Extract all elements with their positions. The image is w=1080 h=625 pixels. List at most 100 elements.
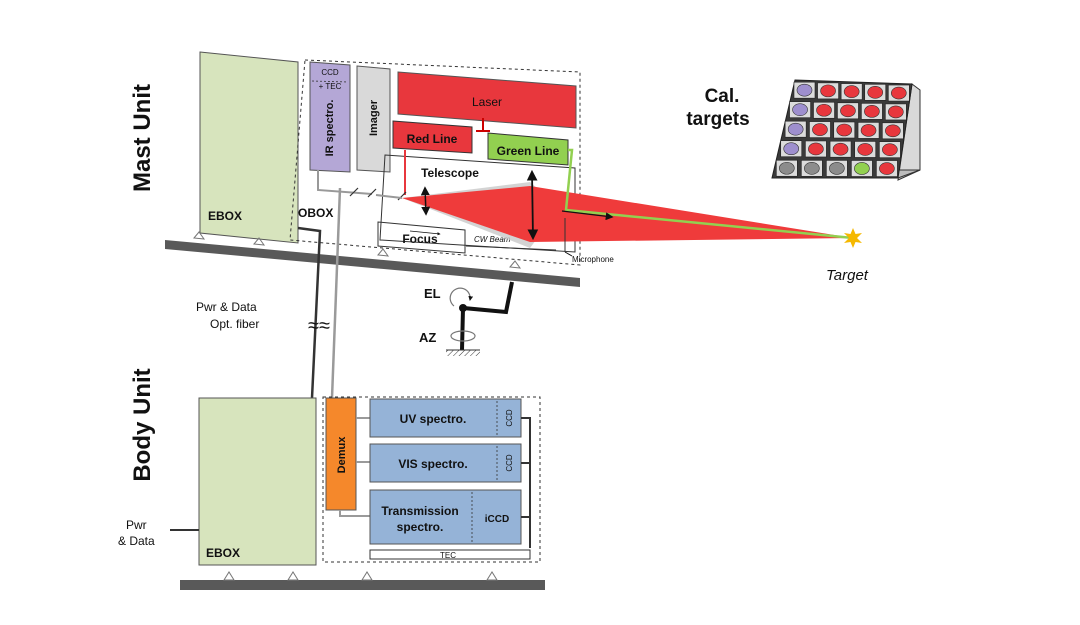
el-pivot: [459, 304, 467, 312]
ccd-bus: [521, 417, 531, 548]
az-rotation-icon: [450, 330, 476, 342]
body-pwr-label: Pwr: [126, 518, 147, 532]
focus-label: Focus: [402, 232, 438, 246]
cal-targets-label-2: targets: [686, 109, 749, 130]
cal-target-red: [843, 85, 860, 98]
demux-label: Demux: [336, 436, 348, 474]
telescope-arrow-large: [526, 169, 539, 241]
green-beam: [564, 148, 854, 240]
splitter-1: [349, 187, 359, 197]
cal-target-red: [864, 105, 880, 118]
az-label: AZ: [419, 330, 436, 345]
vis-spectro-label: VIS spectro.: [398, 457, 467, 471]
cal-target-gray: [779, 161, 795, 175]
transmission-label-1: Transmission: [381, 504, 458, 518]
cal-target-purple: [783, 142, 800, 156]
imager: [356, 65, 391, 173]
ccd-tec-label-2: + TEC: [319, 82, 342, 91]
uv-ccd-label: CCD: [505, 409, 514, 427]
optical-fiber: [330, 187, 342, 399]
obox-optical-path: [375, 194, 403, 199]
body-ebox-label: EBOX: [206, 546, 240, 560]
power-data-cable: [297, 226, 322, 399]
body-rail: [180, 580, 545, 590]
cal-target-red: [888, 105, 904, 119]
cal-targets-grid: [776, 81, 910, 177]
laser-label: Laser: [472, 95, 502, 109]
spectrometer-region: [322, 396, 541, 563]
body-data-label: & Data: [118, 534, 155, 548]
telescope-label: Telescope: [421, 166, 479, 180]
cal-target-red: [836, 123, 853, 137]
green-line-box: [487, 132, 569, 166]
focus-arrow: [409, 230, 441, 236]
body-unit-title: Body Unit: [129, 368, 156, 481]
mast-ebox-label: EBOX: [208, 209, 242, 223]
cal-target-purple: [787, 122, 804, 136]
imager-label: Imager: [368, 99, 380, 136]
cal-target-red: [860, 124, 877, 137]
splitter-2: [367, 188, 377, 198]
cal-target-purple: [792, 103, 808, 116]
vis-spectrometer: [369, 443, 522, 483]
mast-unit-title: Mast Unit: [129, 84, 156, 192]
beam-out-arrow: [561, 210, 614, 221]
mast-mount: [460, 281, 514, 351]
cal-target-red: [891, 86, 907, 100]
red-line-box: [392, 120, 473, 154]
body-ebox: [198, 397, 317, 566]
uv-spectrometer: [369, 398, 522, 438]
cal-target-red: [812, 123, 828, 136]
cal-target-red: [879, 162, 895, 175]
cal-target-red: [857, 143, 874, 156]
cal-target-red: [820, 84, 836, 98]
cal-target-purple: [796, 83, 813, 97]
cal-target-red: [867, 86, 884, 99]
cal-targets-label: Cal.: [705, 86, 740, 107]
microphone-arrow: [564, 251, 573, 257]
tec-label: TEC: [440, 551, 456, 560]
cal-target-red: [816, 103, 832, 117]
cal-target-red: [885, 124, 901, 138]
el-label: EL: [424, 286, 441, 301]
demux-fibers: [339, 417, 370, 517]
tec-bar: [369, 549, 531, 560]
cal-target-red: [882, 143, 898, 156]
telescope: [379, 154, 576, 253]
cw-beam-line: [465, 245, 557, 251]
cal-target-red: [840, 104, 856, 118]
ir-spectrometer: [309, 61, 351, 173]
laser-beam: [402, 186, 853, 242]
cal-target-red: [832, 142, 849, 156]
mast-ebox: [199, 51, 299, 244]
mast-rail: [165, 240, 580, 287]
ir-spectro-label: IR spectro.: [324, 100, 336, 157]
transmission-spectrometer: [369, 489, 522, 545]
microphone-label: Microphone: [572, 255, 614, 264]
obox-label: OBOX: [298, 206, 333, 220]
green-line-label: Green Line: [497, 144, 560, 158]
cable-break: ≈≈: [308, 315, 330, 337]
cal-target-gray: [804, 162, 820, 175]
vis-ccd-label: CCD: [505, 454, 514, 472]
iccd-label: iCCD: [485, 514, 509, 525]
target-star: [844, 228, 862, 248]
body-rail-feet: [223, 571, 498, 581]
pwr-data-label: Pwr & Data: [196, 300, 257, 314]
ir-fiber: [317, 170, 373, 195]
laser: [397, 71, 577, 129]
cw-beam-label: CW Beam: [474, 235, 511, 244]
mast-rail-feet: [193, 231, 522, 269]
demux: [325, 397, 357, 511]
cal-target-green: [854, 162, 870, 175]
uv-spectro-label: UV spectro.: [400, 412, 467, 426]
ccd-tec-label: CCD: [321, 68, 339, 77]
opt-fiber-label: Opt. fiber: [210, 317, 259, 331]
el-rotation-icon: [449, 287, 474, 307]
focus-box: [377, 221, 466, 254]
red-line-label: Red Line: [407, 132, 458, 146]
cal-target-gray: [829, 162, 845, 175]
telescope-arrow-small: [420, 186, 431, 216]
mount-ground: [446, 350, 480, 356]
